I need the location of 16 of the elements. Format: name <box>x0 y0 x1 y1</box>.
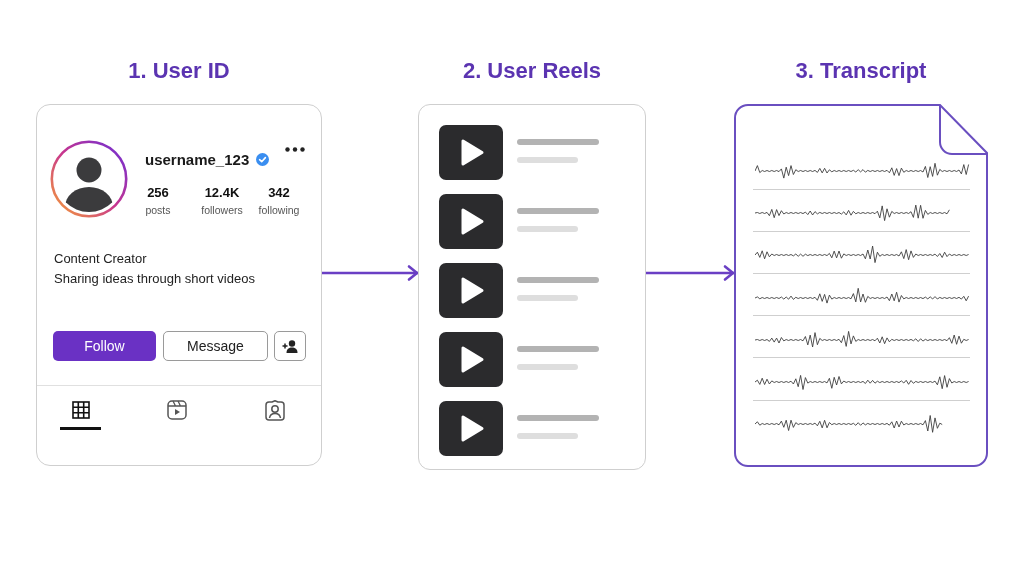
stat-label: posts <box>145 204 171 217</box>
step-heading: 1. User ID <box>128 57 230 85</box>
arrow <box>646 265 735 281</box>
username: username_123 <box>145 150 250 169</box>
stat-label: followers <box>201 204 243 217</box>
stat-count: 256 <box>147 185 169 201</box>
stat-count: 342 <box>268 185 290 201</box>
stat-count: 12.4K <box>204 185 240 201</box>
profile-name: Content Creator <box>54 250 147 267</box>
bio-text: Sharing ideas through short videos <box>54 270 255 287</box>
arrow <box>322 265 419 281</box>
step-heading: 3. Transcript <box>795 57 927 85</box>
step-heading: 2. User Reels <box>462 57 602 85</box>
stat-label: following <box>258 204 300 217</box>
message-button: Message <box>163 331 268 361</box>
follow-button: Follow <box>53 331 156 361</box>
